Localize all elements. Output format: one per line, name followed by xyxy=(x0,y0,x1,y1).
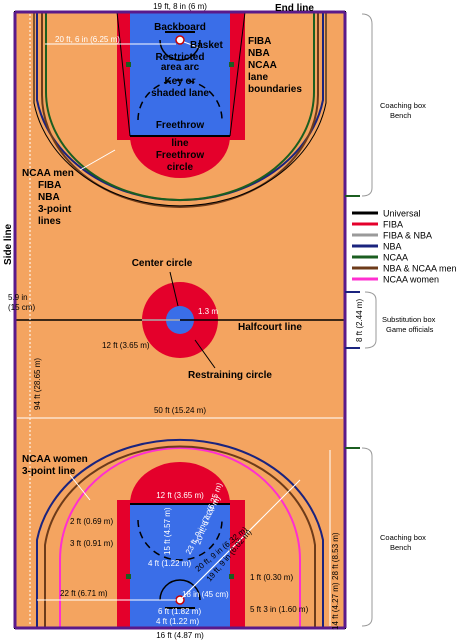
basket-top xyxy=(175,35,185,45)
three-label-5: lines xyxy=(38,216,61,227)
ptr-basket xyxy=(183,41,201,49)
nba-three-point-line-bottom xyxy=(36,438,324,628)
freethrow-label-3: Freethrow xyxy=(156,150,205,161)
coach-bot-label-2: Bench xyxy=(390,543,411,552)
center-circle-label: Center circle xyxy=(132,258,193,269)
ptr-restraining xyxy=(194,339,216,369)
substitution-bracket xyxy=(364,291,377,349)
ptr-center xyxy=(169,271,179,307)
dim-12ft-label: 12 ft (3.65 m) xyxy=(102,341,150,350)
fiba-lane-flare-l xyxy=(116,11,131,137)
ncaa-men-three-point-line-bottom xyxy=(44,445,316,628)
dim-15cm-label: (15 cm) xyxy=(8,303,35,312)
legend-label: NCAA women xyxy=(383,275,439,285)
dim-28ft-label: 28 ft (8.53 m) xyxy=(331,532,340,580)
dim-18in-label: 18 in (45 cm) xyxy=(182,590,229,599)
nba-lane-label: NBA xyxy=(248,48,270,59)
legend-label: NBA xyxy=(383,242,402,252)
subs-label-1: Substitution box xyxy=(382,315,436,324)
key-label-2: shaded lane xyxy=(151,88,209,99)
dim-4ft-b-label: 4 ft (1.22 m) xyxy=(148,559,191,568)
end-line-label: End line xyxy=(275,3,314,14)
freethrow-label-2: line xyxy=(171,138,189,149)
three-label-2: FIBA xyxy=(38,180,61,191)
universal-arc-top xyxy=(33,12,327,207)
dim-59-label: 5.9 in xyxy=(8,293,28,302)
freethrow-circle-top xyxy=(130,136,230,178)
restricted-label-2: area arc xyxy=(161,62,200,73)
ncaa-women-label-2: 3-point line xyxy=(22,466,76,477)
lane-block-bot-l xyxy=(126,574,131,579)
restricted-label-1: Restricted xyxy=(156,52,205,63)
subs-label-2: Game officials xyxy=(386,325,434,334)
restricted-arc-bottom xyxy=(159,579,201,601)
lane-block-top-r xyxy=(229,62,234,67)
dim-radial-2 xyxy=(179,519,261,601)
halfcourt-label: Halfcourt line xyxy=(238,322,302,333)
ncaa-lane-label: NCAA xyxy=(248,60,277,71)
basket-label: Basket xyxy=(190,40,223,51)
dim-12ft-b-label: 12 ft (3.65 m) xyxy=(156,491,204,500)
coaching-box-bracket-top xyxy=(361,13,373,197)
restraining-label: Restraining circle xyxy=(188,370,272,381)
dim-6ft-label: 6 ft (1.82 m) xyxy=(158,607,201,616)
dim-13m-label: 1.3 m xyxy=(198,307,218,316)
dim-3ft-label: 3 ft (0.91 m) xyxy=(70,539,113,548)
coach-top-label-1: Coaching box xyxy=(380,101,426,110)
dim-4ft-label: 4 ft (1.22 m) xyxy=(156,617,199,626)
lane-label-2: boundaries xyxy=(248,84,302,95)
fiba-lane-label: FIBA xyxy=(248,36,271,47)
backboard-label: Backboard xyxy=(154,22,206,33)
ncaa-three-point-line-top xyxy=(45,12,315,201)
ptr-3pt xyxy=(79,149,116,171)
ncaa-women-three-point-line xyxy=(59,447,301,628)
lane-block-bot-r xyxy=(229,574,234,579)
freethrow-label-4: circle xyxy=(167,162,194,173)
dim-16ft-label: 16 ft (4.87 m) xyxy=(156,631,204,640)
side-line-label: Side line xyxy=(3,223,14,265)
dim-15ft-label: 15 ft (4.57 m) xyxy=(163,507,172,555)
dim-2ft-label: 2 ft (0.69 m) xyxy=(70,517,113,526)
freethrow-label-1: Freethrow xyxy=(156,120,205,131)
three-label-4: 3-point xyxy=(38,204,72,215)
ptr-women xyxy=(69,474,91,501)
dim-5ft3-label: 5 ft 3 in (1.60 m) xyxy=(250,605,309,614)
three-label-3: NBA xyxy=(38,192,60,203)
ncaa-women-label-1: NCAA women xyxy=(22,454,88,465)
dim-14ft-label: 14 ft (4.27 m) xyxy=(331,582,340,630)
dim-8ft-label: 8 ft (2.44 m) xyxy=(355,299,364,342)
dim-1ft-label: 1 ft (0.30 m) xyxy=(250,573,293,582)
fiba-lane-flare-r xyxy=(229,11,246,137)
freethrow-dashed-bottom xyxy=(137,519,223,561)
freethrow-dashed-top xyxy=(137,79,223,121)
coaching-box-bracket-bottom xyxy=(361,447,373,627)
legend-label: FIBA xyxy=(383,220,403,230)
key-label-1: Key or xyxy=(164,76,195,87)
dim-22ft-label: 22 ft (6.71 m) xyxy=(60,589,108,598)
top-dim-label: 19 ft, 8 in (6 m) xyxy=(153,2,207,11)
coach-bot-label-1: Coaching box xyxy=(380,533,426,542)
dim-50ft-label: 50 ft (15.24 m) xyxy=(154,406,206,415)
lane-block-top-l xyxy=(126,62,131,67)
lane-dim-label: 20 ft, 6 in (6.25 m) xyxy=(55,35,120,44)
ncaa-men-three-point-line-top xyxy=(41,12,319,208)
legend-label: Universal xyxy=(383,209,421,219)
legend-label: NCAA xyxy=(383,253,408,263)
legend-label: FIBA & NBA xyxy=(383,231,432,241)
dim-94ft-label: 94 ft (28.65 m) xyxy=(33,358,42,410)
three-label-1: NCAA men xyxy=(22,168,74,179)
freethrow-circle-bottom xyxy=(130,462,230,504)
lane-label-1: lane xyxy=(248,72,268,83)
coach-top-label-2: Bench xyxy=(390,111,411,120)
legend-label: NBA & NCAA men xyxy=(383,264,457,274)
